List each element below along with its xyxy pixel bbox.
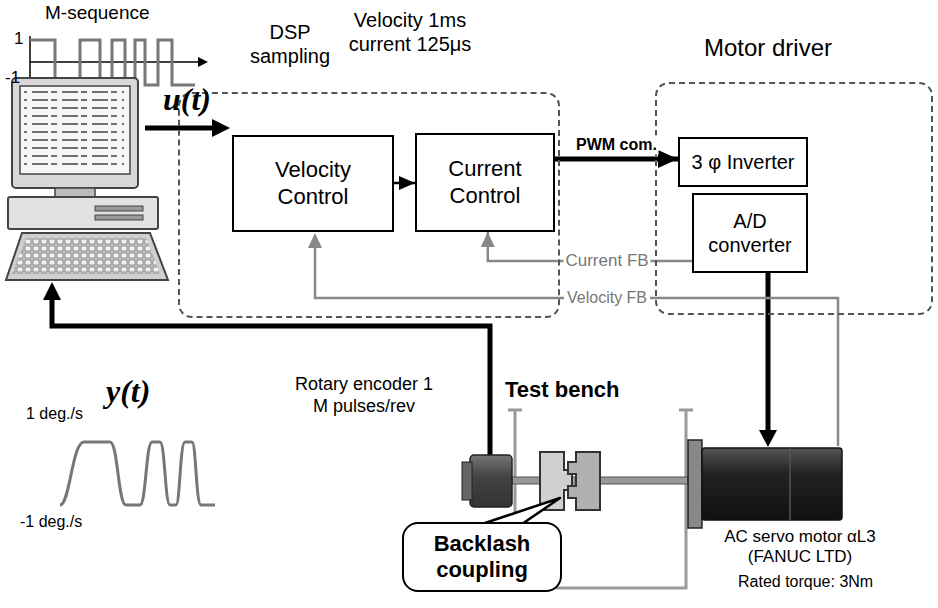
callout-tail bbox=[482, 498, 560, 524]
computer-icon-part bbox=[95, 206, 143, 211]
signal-name: u(t) bbox=[163, 80, 211, 118]
axis-value: 1 bbox=[14, 29, 23, 49]
computer-icon-part bbox=[24, 90, 124, 170]
y-signal-arrow bbox=[43, 282, 490, 455]
velocity-feedback-line-part bbox=[308, 233, 322, 248]
signal-name: Velocity FB bbox=[564, 288, 650, 307]
test-bench-part bbox=[688, 440, 702, 528]
connector-label: Current FB bbox=[563, 251, 650, 271]
connector bbox=[555, 157, 678, 162]
signal-name: y(t) bbox=[106, 372, 150, 410]
part-name: Rotary encoder 1 M pulses/rev bbox=[288, 374, 440, 417]
computer-icon-part bbox=[12, 78, 138, 188]
region-heading: DSP sampling bbox=[240, 20, 340, 68]
part-name: Test bench bbox=[505, 377, 620, 403]
computer-icon-part bbox=[95, 215, 143, 220]
driver-to-motor-arrow-part bbox=[759, 430, 777, 447]
region-heading: Motor driver bbox=[668, 34, 868, 63]
computer-icon-part bbox=[8, 197, 158, 229]
m-sequence-waveform-part bbox=[198, 57, 208, 67]
computer-icon-part bbox=[55, 188, 95, 197]
process-box: A/D converter bbox=[692, 193, 808, 273]
computer-icon-part bbox=[12, 238, 160, 274]
part-name: AC servo motor αL3 (FANUC LTD) bbox=[700, 527, 900, 568]
dsp-region: DSP samplingVelocity 1ms current 125μsVe… bbox=[178, 92, 560, 318]
computer-icon-part bbox=[6, 233, 168, 280]
box-label: 3 φ Inverter bbox=[691, 150, 794, 174]
test-bench-part bbox=[462, 462, 472, 500]
y-waveform-part bbox=[60, 442, 215, 505]
spec-note: Rated torque: 3Nm bbox=[738, 572, 873, 591]
box-label: Velocity Control bbox=[240, 157, 386, 210]
region-heading: Velocity 1ms current 125μs bbox=[335, 8, 485, 56]
computer-icon bbox=[6, 78, 168, 280]
test-bench-part bbox=[702, 448, 842, 520]
u-signal-arrow-part bbox=[212, 119, 230, 137]
process-box: Current Control bbox=[415, 133, 555, 232]
u-signal-arrow bbox=[145, 119, 230, 137]
test-bench-part bbox=[508, 409, 522, 412]
computer-icon-part bbox=[20, 86, 130, 174]
process-box: 3 φ Inverter bbox=[678, 137, 808, 187]
process-box: Velocity Control bbox=[232, 135, 394, 232]
y-signal-arrow-part bbox=[52, 298, 490, 455]
motor-driver-region: Motor driver3 φ InverterA/D converter bbox=[655, 82, 933, 315]
box-label: Backlash coupling bbox=[410, 531, 554, 584]
axis-value: -1 deg./s bbox=[20, 512, 82, 531]
y-waveform bbox=[60, 442, 215, 505]
connector-label: PWM com. bbox=[574, 135, 659, 154]
callout-box: Backlash coupling bbox=[402, 522, 562, 592]
test-bench-part bbox=[568, 452, 600, 510]
callout-tail-part bbox=[482, 498, 560, 524]
y-signal-arrow-part bbox=[43, 282, 61, 300]
test-bench-part bbox=[470, 455, 512, 507]
connector bbox=[394, 182, 415, 185]
test-bench-part bbox=[679, 409, 693, 412]
test-bench-part bbox=[789, 448, 791, 520]
axis-value: -1 bbox=[5, 68, 20, 88]
velocity-feedback-line-part bbox=[315, 246, 838, 446]
box-label: A/D converter bbox=[700, 209, 800, 257]
box-label: Current Control bbox=[423, 156, 547, 209]
signal-name: M-sequence bbox=[45, 2, 150, 25]
axis-value: 1 deg./s bbox=[26, 404, 83, 423]
